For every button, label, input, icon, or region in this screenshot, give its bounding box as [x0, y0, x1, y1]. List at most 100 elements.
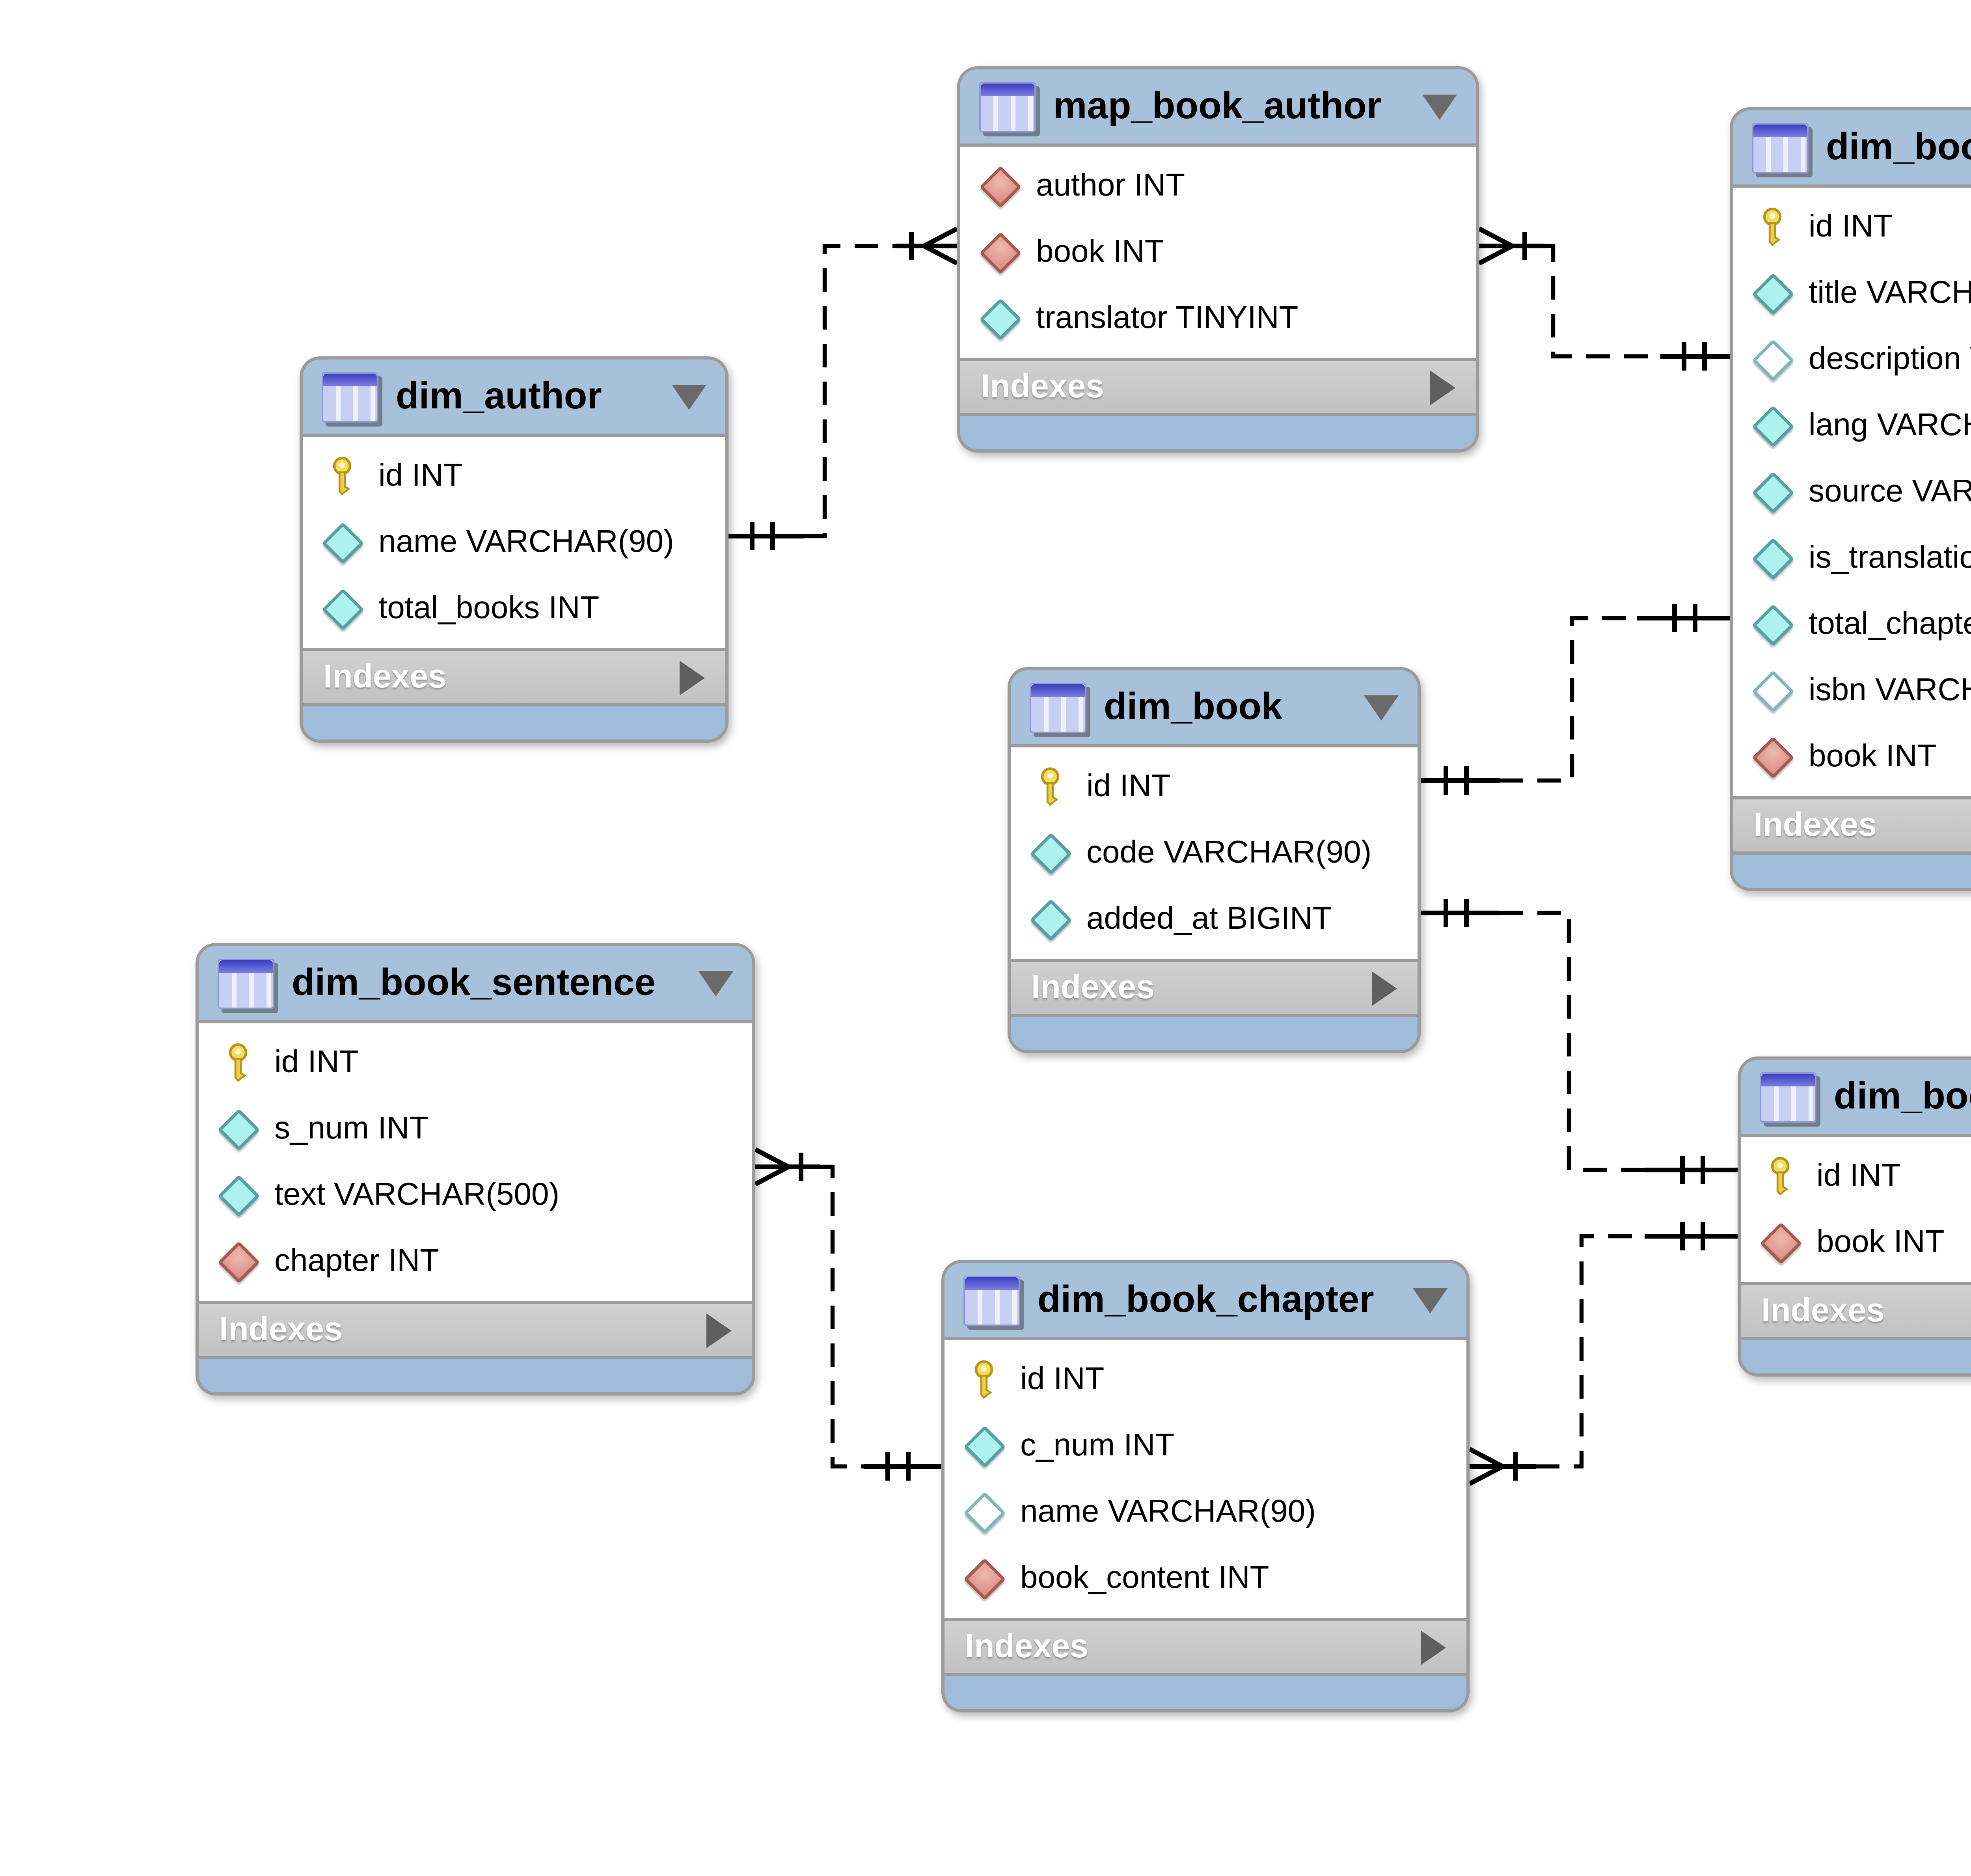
column-row[interactable]: book INT: [1741, 1209, 1971, 1276]
column-label: source VARCHAR(90): [1809, 474, 1971, 509]
chevron-down-icon[interactable]: [1364, 695, 1399, 720]
primary-key-icon: [1030, 766, 1071, 807]
table-title: dim_book: [1104, 685, 1283, 728]
chevron-down-icon[interactable]: [1413, 1287, 1448, 1313]
column-diamond-red-icon: [1751, 736, 1794, 778]
column-label: id INT: [274, 1045, 359, 1079]
chevron-down-icon[interactable]: [672, 384, 706, 409]
table-header[interactable]: dim_book: [1011, 670, 1418, 747]
relationship-map_book_author-dim_book_info[interactable]: [1478, 226, 1730, 371]
column-diamond-icon: [963, 1425, 1005, 1467]
indexes-label: Indexes: [1031, 969, 1155, 1005]
indexes-label: Indexes: [1761, 1292, 1885, 1328]
column-row[interactable]: id INT: [303, 443, 725, 509]
indexes-bar[interactable]: Indexes: [303, 648, 725, 703]
column-row[interactable]: is_translation TINYINT: [1733, 525, 1971, 591]
column-label: book INT: [1036, 234, 1164, 269]
indexes-bar[interactable]: Indexes: [1733, 796, 1971, 851]
table-dim_book_sentence[interactable]: dim_book_sentence id INT s_num INT text …: [196, 943, 755, 1395]
column-row[interactable]: name VARCHAR(90): [945, 1479, 1466, 1545]
column-row[interactable]: translator TINYINT: [960, 285, 1476, 352]
column-row[interactable]: code VARCHAR(90): [1011, 820, 1418, 886]
column-diamond-icon: [217, 1174, 259, 1217]
column-label: name VARCHAR(90): [1020, 1494, 1316, 1529]
column-label: lang VARCHAR(5): [1809, 408, 1971, 442]
column-row[interactable]: description VARCHAR(200): [1733, 326, 1971, 393]
column-row[interactable]: text VARCHAR(500): [199, 1162, 752, 1228]
column-diamond-icon: [1029, 898, 1071, 941]
table-header[interactable]: dim_book_sentence: [199, 946, 752, 1023]
expand-arrow-icon[interactable]: [1372, 971, 1397, 1005]
column-row[interactable]: source VARCHAR(90): [1733, 459, 1971, 525]
column-row[interactable]: total_chapters INT: [1733, 591, 1971, 658]
column-row[interactable]: total_books INT: [303, 576, 725, 642]
column-row[interactable]: name VARCHAR(90): [303, 509, 725, 576]
table-icon: [1760, 1071, 1816, 1122]
table-footer-strip: [1733, 851, 1971, 888]
table-icon: [963, 1275, 1020, 1325]
column-row[interactable]: chapter INT: [199, 1228, 752, 1295]
indexes-bar[interactable]: Indexes: [1011, 959, 1418, 1014]
expand-arrow-icon[interactable]: [706, 1313, 732, 1347]
table-header[interactable]: dim_author: [303, 360, 725, 437]
column-list: id INT s_num INT text VARCHAR(500) chapt…: [199, 1023, 752, 1301]
table-dim_book_content[interactable]: dim_book_content id INT book INT Indexes: [1738, 1056, 1971, 1377]
expand-arrow-icon[interactable]: [1421, 1630, 1446, 1664]
indexes-bar[interactable]: Indexes: [960, 358, 1476, 413]
column-row[interactable]: id INT: [199, 1030, 752, 1096]
table-footer-strip: [1741, 1337, 1971, 1373]
column-label: is_translation TINYINT: [1809, 540, 1971, 575]
table-icon: [1030, 682, 1086, 732]
column-row[interactable]: s_num INT: [199, 1096, 752, 1162]
column-row[interactable]: id INT: [1741, 1143, 1971, 1209]
column-row[interactable]: c_num INT: [945, 1413, 1466, 1479]
table-icon: [979, 81, 1036, 132]
table-dim_author[interactable]: dim_author id INT name VARCHAR(90) total…: [300, 356, 728, 743]
table-footer-strip: [1011, 1014, 1418, 1050]
expand-arrow-icon[interactable]: [1430, 370, 1455, 404]
table-header[interactable]: dim_book_chapter: [945, 1263, 1466, 1340]
column-row[interactable]: book INT: [960, 219, 1476, 285]
relationship-dim_author-map_book_author[interactable]: [728, 226, 958, 550]
column-row[interactable]: id INT: [945, 1347, 1466, 1413]
indexes-bar[interactable]: Indexes: [199, 1301, 752, 1356]
relationship-dim_book-dim_book_content[interactable]: [1421, 899, 1738, 1184]
relationship-dim_book_chapter-dim_book_content[interactable]: [1468, 1222, 1738, 1486]
relationship-dim_book_sentence-dim_book_chapter[interactable]: [754, 1147, 941, 1481]
column-list: author INT book INT translator TINYINT: [960, 147, 1476, 358]
column-row[interactable]: book_content INT: [945, 1545, 1466, 1611]
column-row[interactable]: id INT: [1733, 194, 1971, 260]
column-row[interactable]: isbn VARCHAR(80): [1733, 658, 1971, 724]
table-map_book_author[interactable]: map_book_author author INT book INT tran…: [957, 66, 1479, 453]
column-label: id INT: [1086, 769, 1171, 803]
table-title: dim_book_content: [1834, 1075, 1971, 1117]
table-dim_book_chapter[interactable]: dim_book_chapter id INT c_num INT name V…: [941, 1260, 1470, 1712]
expand-arrow-icon[interactable]: [680, 660, 705, 695]
column-list: id INT code VARCHAR(90) added_at BIGINT: [1011, 747, 1418, 959]
column-row[interactable]: author INT: [960, 153, 1476, 219]
column-label: book_content INT: [1020, 1560, 1269, 1595]
column-row[interactable]: added_at BIGINT: [1011, 886, 1418, 952]
table-dim_book_info[interactable]: dim_book_info id INT title VARCHAR(90) d…: [1730, 107, 1971, 891]
indexes-label: Indexes: [981, 368, 1104, 404]
column-row[interactable]: lang VARCHAR(5): [1733, 393, 1971, 459]
column-row[interactable]: id INT: [1011, 754, 1418, 820]
column-row[interactable]: title VARCHAR(90): [1733, 260, 1971, 326]
table-header[interactable]: dim_book_content: [1741, 1060, 1971, 1137]
column-row[interactable]: book INT: [1733, 724, 1971, 790]
column-label: translator TINYINT: [1036, 300, 1298, 335]
table-footer-strip: [303, 703, 725, 740]
chevron-down-icon[interactable]: [1422, 94, 1457, 119]
column-label: chapter INT: [274, 1243, 439, 1278]
column-label: book INT: [1809, 739, 1937, 773]
indexes-bar[interactable]: Indexes: [1741, 1282, 1971, 1337]
table-footer-strip: [199, 1356, 752, 1392]
relationship-dim_book-dim_book_info[interactable]: [1421, 604, 1730, 795]
table-dim_book[interactable]: dim_book id INT code VARCHAR(90) added_a…: [1008, 667, 1421, 1053]
primary-key-icon: [1752, 207, 1793, 248]
table-header[interactable]: map_book_author: [960, 69, 1476, 147]
chevron-down-icon[interactable]: [699, 971, 733, 996]
column-diamond-icon: [217, 1108, 259, 1150]
indexes-bar[interactable]: Indexes: [945, 1618, 1466, 1673]
table-header[interactable]: dim_book_info: [1733, 110, 1971, 188]
